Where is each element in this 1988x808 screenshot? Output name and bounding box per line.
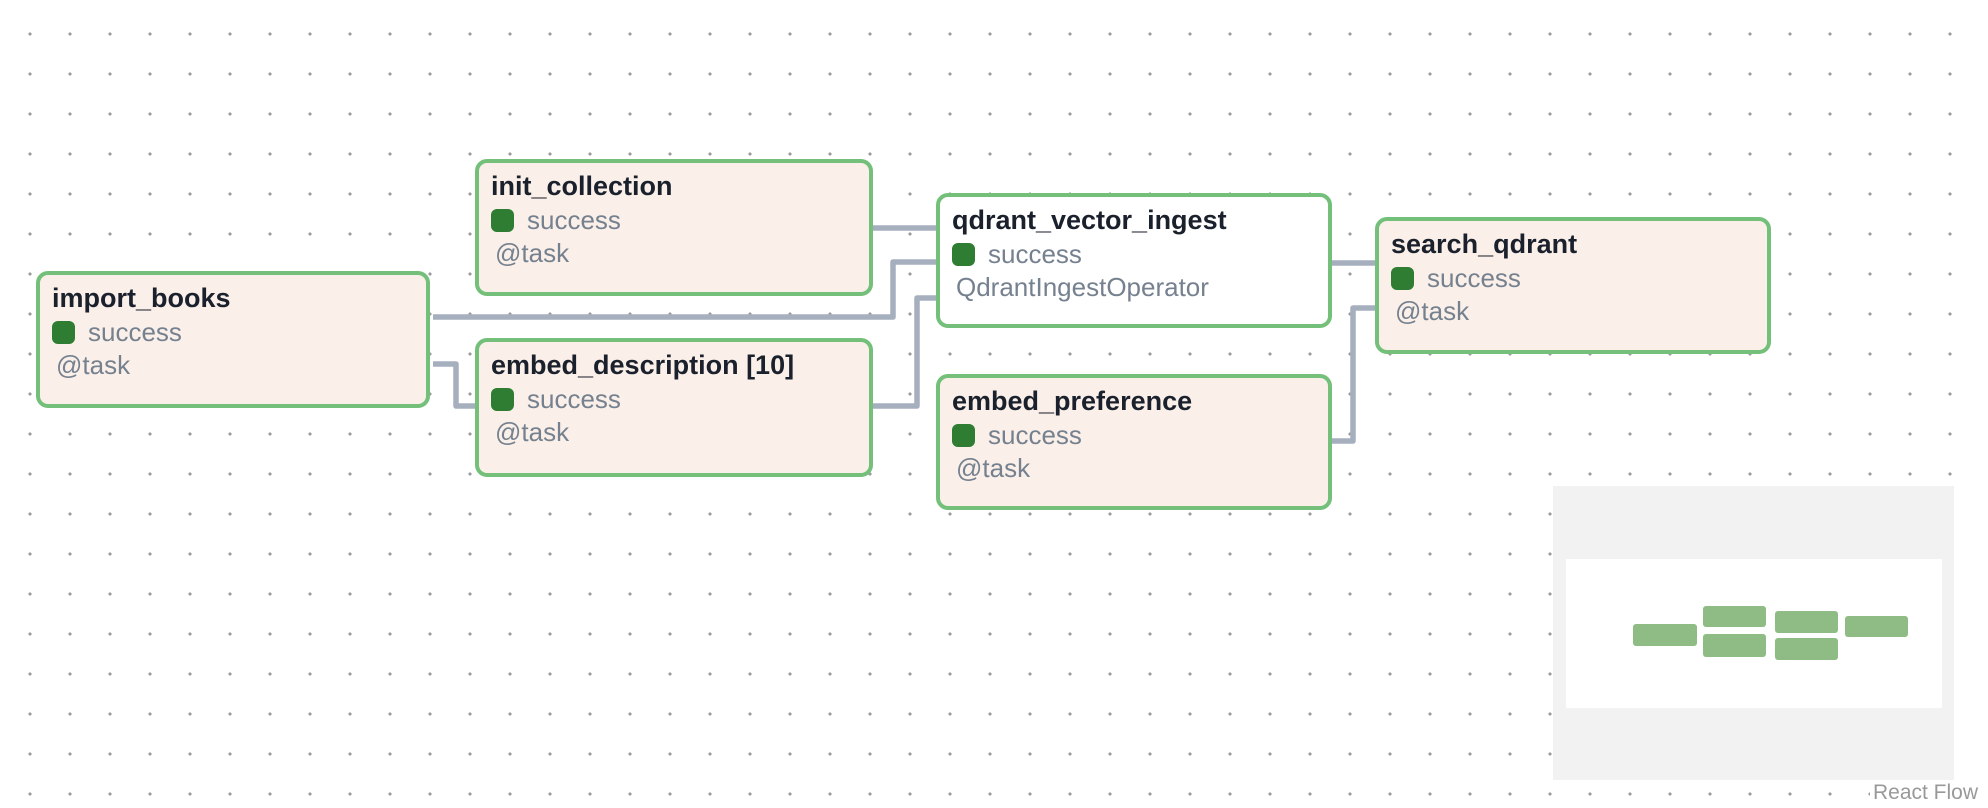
task-title: embed_preference bbox=[952, 386, 1193, 416]
minimap-node-embed_preference bbox=[1775, 638, 1838, 660]
success-status-icon bbox=[491, 388, 514, 411]
minimap[interactable] bbox=[1553, 486, 1954, 780]
task-state-row: success bbox=[952, 419, 1316, 452]
task-operator-label: @task bbox=[495, 417, 570, 447]
success-status-icon bbox=[52, 321, 75, 344]
minimap-node-search_qdrant bbox=[1845, 616, 1908, 637]
task-node-search_qdrant[interactable]: search_qdrant success @task bbox=[1375, 217, 1771, 354]
task-operator-label: @task bbox=[56, 350, 131, 380]
task-title: import_books bbox=[52, 283, 231, 313]
task-operator-label: QdrantIngestOperator bbox=[956, 272, 1209, 302]
task-state-row: success bbox=[491, 204, 857, 237]
edge-import_books-qdrant_vector_ingest bbox=[433, 259, 936, 320]
task-operator-label: @task bbox=[495, 238, 570, 268]
task-node-embed_description[interactable]: embed_description [10] success @task bbox=[475, 338, 873, 477]
task-state-label: success bbox=[88, 317, 182, 347]
edge-embed_preference-search_qdrant bbox=[1332, 305, 1375, 444]
react-flow-attribution[interactable]: React Flow bbox=[1869, 780, 1981, 806]
task-state-row: success bbox=[1391, 262, 1755, 295]
minimap-node-embed_description bbox=[1703, 634, 1766, 657]
task-title: search_qdrant bbox=[1391, 229, 1578, 259]
task-state-label: success bbox=[527, 205, 621, 235]
task-state-label: success bbox=[988, 420, 1082, 450]
task-state-row: success bbox=[491, 383, 857, 416]
minimap-node-import_books bbox=[1633, 624, 1697, 646]
success-status-icon bbox=[491, 209, 514, 232]
task-state-label: success bbox=[988, 239, 1082, 269]
task-node-init_collection[interactable]: init_collection success @task bbox=[475, 159, 873, 296]
task-operator-label: @task bbox=[956, 453, 1031, 483]
success-status-icon bbox=[952, 424, 975, 447]
minimap-node-qdrant_vector_ingest bbox=[1775, 611, 1838, 633]
task-state-label: success bbox=[1427, 263, 1521, 293]
task-state-label: success bbox=[527, 384, 621, 414]
task-title: embed_description [10] bbox=[491, 350, 795, 380]
edge-embed_description-qdrant_vector_ingest bbox=[873, 295, 936, 409]
task-node-embed_preference[interactable]: embed_preference success @task bbox=[936, 374, 1332, 510]
task-state-row: success bbox=[52, 316, 414, 349]
task-operator-label: @task bbox=[1395, 296, 1470, 326]
success-status-icon bbox=[952, 243, 975, 266]
task-title: init_collection bbox=[491, 171, 673, 201]
success-status-icon bbox=[1391, 267, 1414, 290]
edge-import_books-embed_description bbox=[433, 361, 475, 409]
minimap-node-init_collection bbox=[1703, 606, 1766, 627]
task-node-import_books[interactable]: import_books success @task bbox=[36, 271, 430, 408]
task-state-row: success bbox=[952, 238, 1316, 271]
task-node-qdrant_vector_ingest[interactable]: qdrant_vector_ingest success QdrantInges… bbox=[936, 193, 1332, 328]
task-title: qdrant_vector_ingest bbox=[952, 205, 1227, 235]
